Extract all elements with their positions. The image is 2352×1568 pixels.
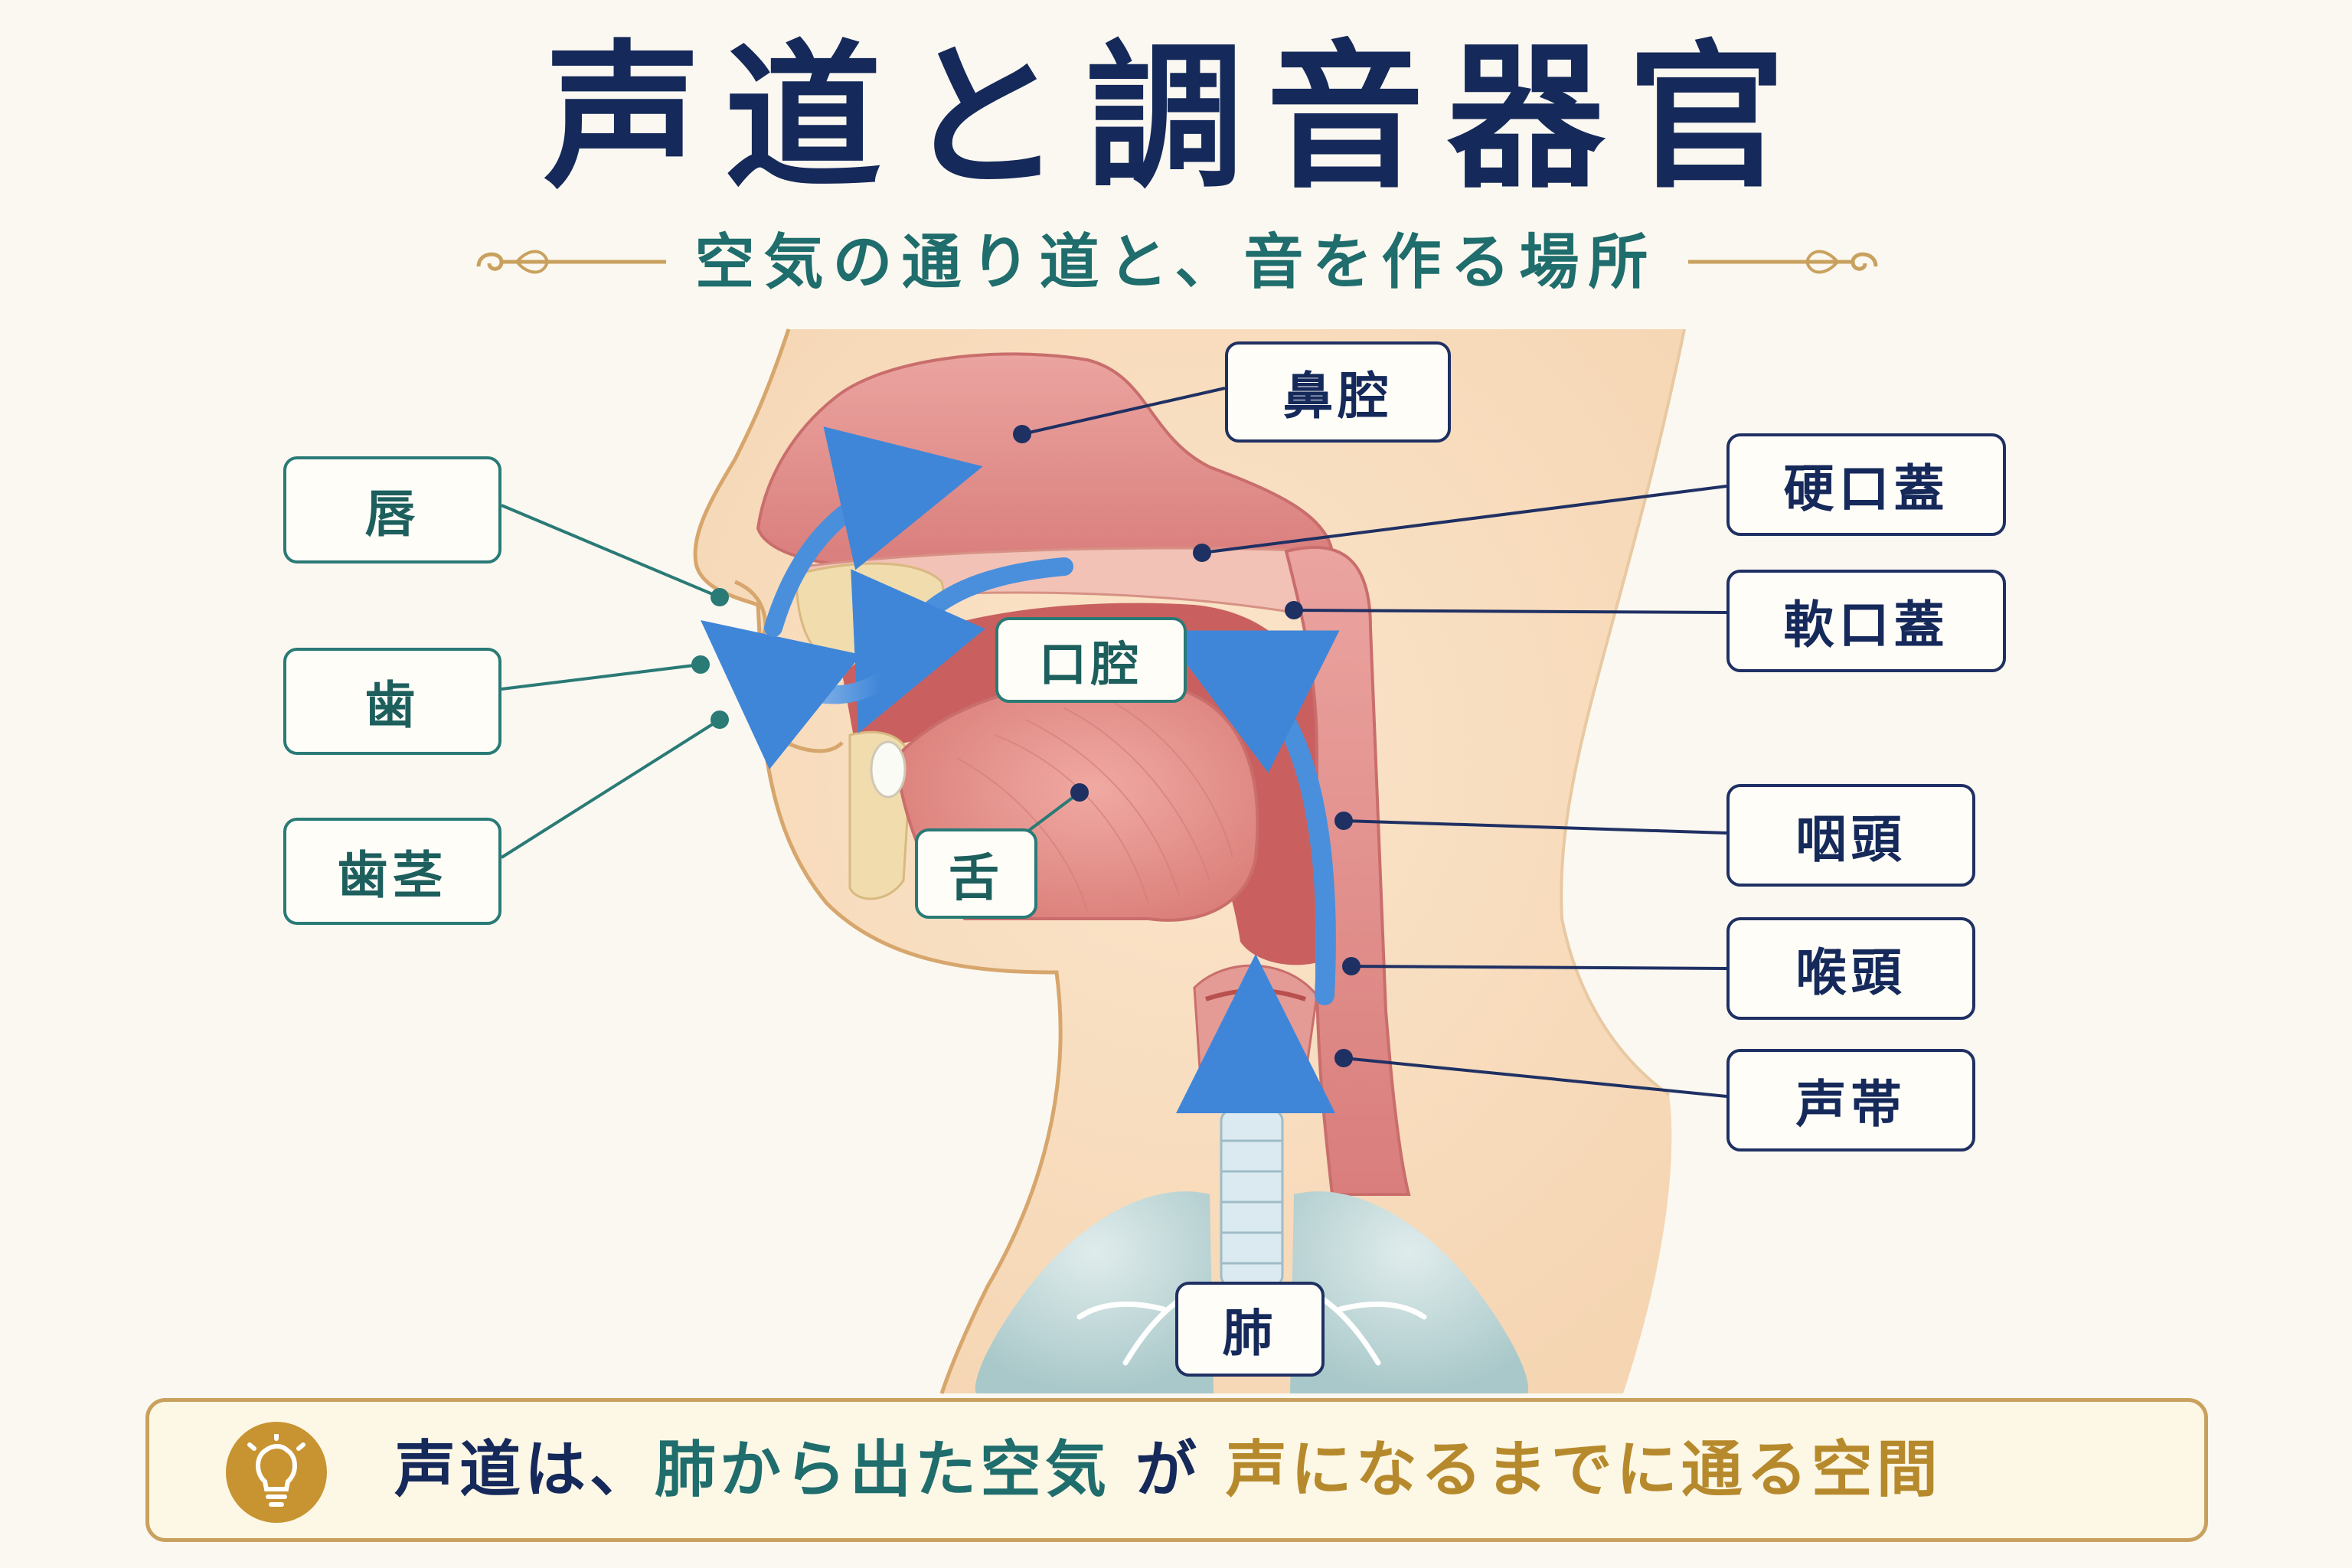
page-subtitle: 空気の通り道と、音を作る場所 [694,228,1658,297]
label-teeth: 歯 [283,648,501,755]
label-larynx: 喉頭 [1726,917,1975,1020]
leader-dots [691,425,1361,1067]
label-pharynx: 咽頭 [1726,784,1975,887]
summary-text-part3: が [1135,1434,1200,1505]
label-gums: 歯茎 [283,818,501,925]
right-ornament-icon [1688,250,1878,274]
label-soft-palate: 軟口蓋 [1726,570,2006,672]
label-lips: 唇 [283,456,501,564]
label-tongue: 舌 [915,828,1037,919]
label-oral-cavity: 口腔 [995,617,1187,703]
summary-text-part4: 声になるまでに通る空間 [1225,1434,1942,1505]
airflow-arrow-pharynx [1161,630,1340,1005]
airflow-arrow-mouth [701,620,890,769]
summary-banner: 声道は、肺から出た空気 が 声になるまでに通る空間 [145,1398,2208,1542]
summary-text-part1: 声道は、 [394,1434,655,1505]
left-ornament-icon [476,250,666,274]
page-title: 声道と調音器官 [543,24,1808,210]
lower-tooth-shape [870,740,906,799]
tongue-muscle-lines [956,700,1233,912]
label-hard-palate: 硬口蓋 [1726,433,2006,536]
airflow-arrow-oral [851,557,1073,733]
summary-text-part2: 肺から出た空気 [655,1434,1110,1505]
summary-text: 声道は、肺から出た空気 が 声になるまでに通る空間 [394,1402,1942,1538]
label-vocal-cords: 声帯 [1726,1049,1975,1152]
lightbulb-icon [226,1422,327,1523]
label-lungs: 肺 [1175,1282,1325,1377]
label-nasal-cavity: 鼻腔 [1225,341,1451,443]
leader-lines [500,387,1727,1098]
airflow-arrows [701,426,1340,1243]
airflow-arrow-nasal [764,426,983,637]
